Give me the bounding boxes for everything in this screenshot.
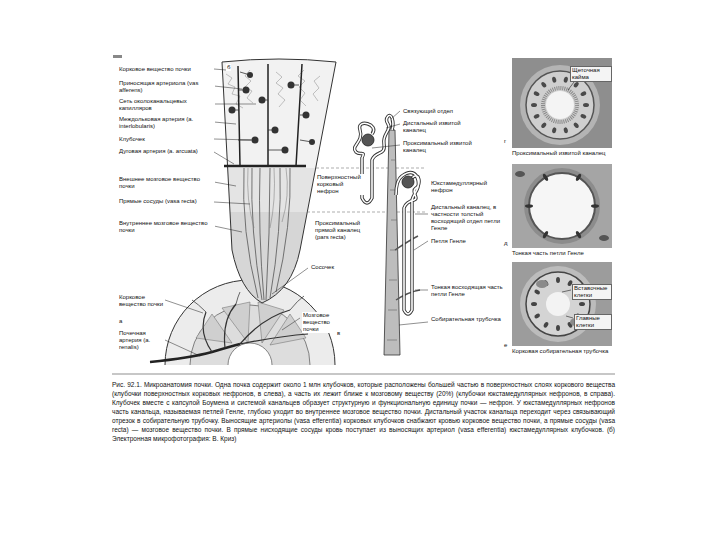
part-label: е [503, 342, 508, 349]
micrograph-panel: Щеточная каймаПроксимальный извитой кана… [512, 58, 612, 162]
part-label: Собирательная трубочка [430, 316, 502, 323]
part-label: Междольковая артерия (a. interlobularis) [118, 116, 215, 130]
part-label: Прямые сосуды (vasa recta) [118, 198, 198, 205]
part-label: Дистальный каналец, в частности толстый … [430, 204, 510, 232]
part-label: Тонкая восходящая часть петли Генле [430, 284, 510, 298]
panel-caption: Тонкая часть петли Генле [512, 250, 584, 257]
figure-caption: Рис. 92.1. Микроанатомия почки. Одна поч… [112, 380, 615, 443]
part-label: г [503, 138, 507, 145]
part-label: Петля Генле [430, 238, 467, 245]
renal-arteries [224, 64, 315, 166]
part-label: Корковое вещество почки [118, 66, 192, 73]
part-label: д [503, 240, 509, 247]
corner-mark [113, 55, 122, 58]
micrograph-image [512, 164, 612, 248]
part-label: в [336, 330, 341, 337]
micrograph-image [512, 262, 612, 346]
part-label: Сеть околоканальцевых капилляров [118, 98, 215, 112]
part-label: Дистальный извитой каналец [402, 120, 484, 134]
part-label: Приносящая артериола (vas afferens) [118, 80, 215, 94]
micrograph-panel: Вставочные клеткиГлавные клеткиКорковая … [512, 262, 612, 366]
panel-label: Щеточная кайма [570, 66, 612, 82]
part-label: Проксимальный извитой каналец [402, 140, 484, 154]
part-label: Проксимальный прямой каналец (pars recta… [314, 220, 362, 241]
part-label: б [226, 64, 231, 71]
part-label: а [118, 318, 123, 325]
part-label: Клубочек [118, 136, 146, 143]
part-label: Сосочек [310, 264, 335, 271]
part-label: Внутреннее мозговое вещество почки [118, 220, 215, 234]
part-label: Связующий отдел [402, 108, 454, 115]
part-label: Дуговая артерия (a. arcuata) [118, 148, 199, 155]
panel-caption: Корковая собирательная трубочка [512, 348, 608, 355]
part-label: Корковое вещество почки [118, 294, 165, 308]
part-label: Почечная артерия (a. renalis) [118, 330, 165, 351]
micrograph-panel: Тонкая часть петли Генле [512, 164, 612, 260]
caption-rule [112, 374, 615, 375]
layer-boundaries [307, 168, 426, 212]
part-label: Поверхностный корковый нефрон [316, 174, 364, 195]
panel-label: Вставочные клетки [572, 284, 612, 300]
part-label: Внешнее мозговое вещество почки [118, 176, 215, 190]
panel-caption: Проксимальный извитой каналец [512, 150, 605, 157]
panel-label: Главные клетки [574, 314, 612, 330]
part-label: Юкстамедуллярный нефрон [430, 180, 510, 194]
leader-lines [165, 69, 428, 356]
